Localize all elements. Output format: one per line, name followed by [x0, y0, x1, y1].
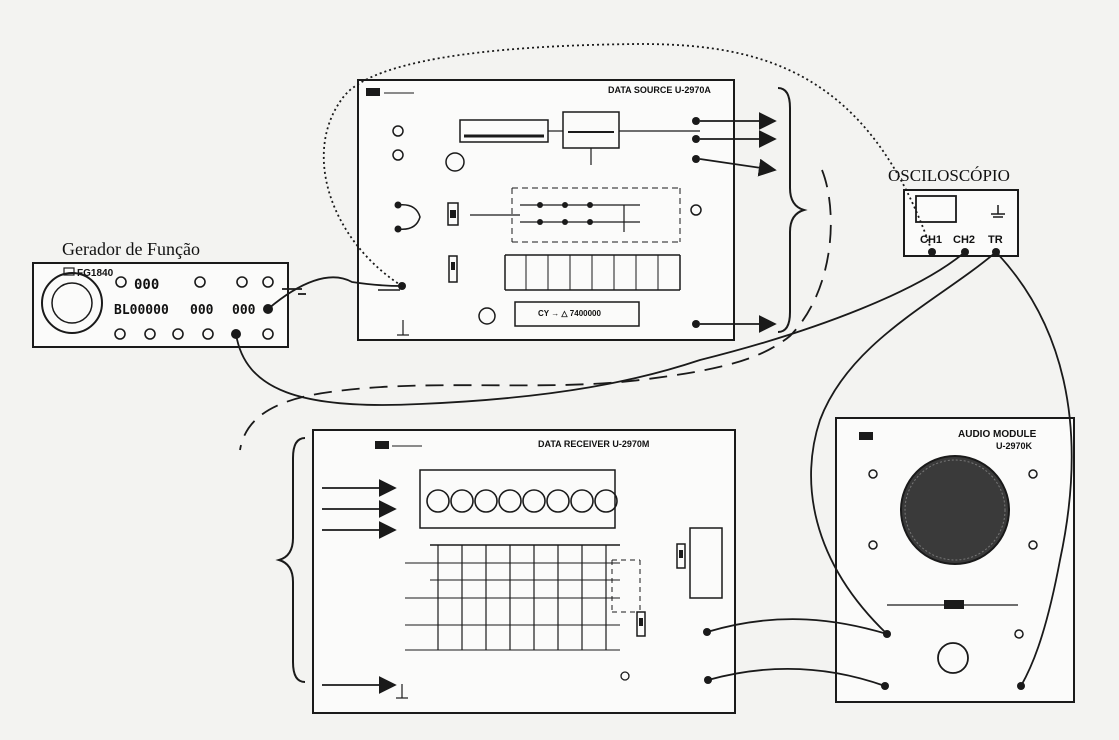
data-source-title: DATA SOURCE U-2970A [608, 85, 711, 95]
oscilloscope: CH1 CH2 TR [904, 190, 1018, 256]
selector-switch[interactable] [944, 600, 964, 609]
channel-ch1: CH1 [920, 234, 942, 246]
data-source-module: DATA SOURCE U-2970A [358, 80, 734, 340]
readout-1: 000 [134, 277, 159, 293]
counter-label: CY → △ 7400000 [538, 309, 601, 318]
audio-module: AUDIO MODULE U-2970K [836, 418, 1074, 702]
oscilloscope-label: OSCILOSCÓPIO [888, 166, 1010, 185]
channel-tr: TR [988, 234, 1003, 246]
data-receiver-module: DATA RECEIVER U-2970M [313, 430, 735, 713]
function-generator: FG1840 000 BL00000 000 000 [33, 263, 288, 347]
data-receiver-title: DATA RECEIVER U-2970M [538, 439, 649, 449]
speaker-grille [901, 456, 1009, 564]
function-generator-model: FG1840 [77, 268, 114, 279]
main-display: BL00000 [114, 303, 169, 318]
function-generator-label: Gerador de Função [62, 239, 200, 259]
channel-ch2: CH2 [953, 234, 975, 246]
readout-3: 000 [232, 303, 256, 318]
readout-2: 000 [190, 303, 214, 318]
ch1-input[interactable] [928, 248, 936, 256]
audio-module-title: AUDIO MODULE [958, 429, 1037, 440]
audio-module-model: U-2970K [996, 441, 1033, 451]
